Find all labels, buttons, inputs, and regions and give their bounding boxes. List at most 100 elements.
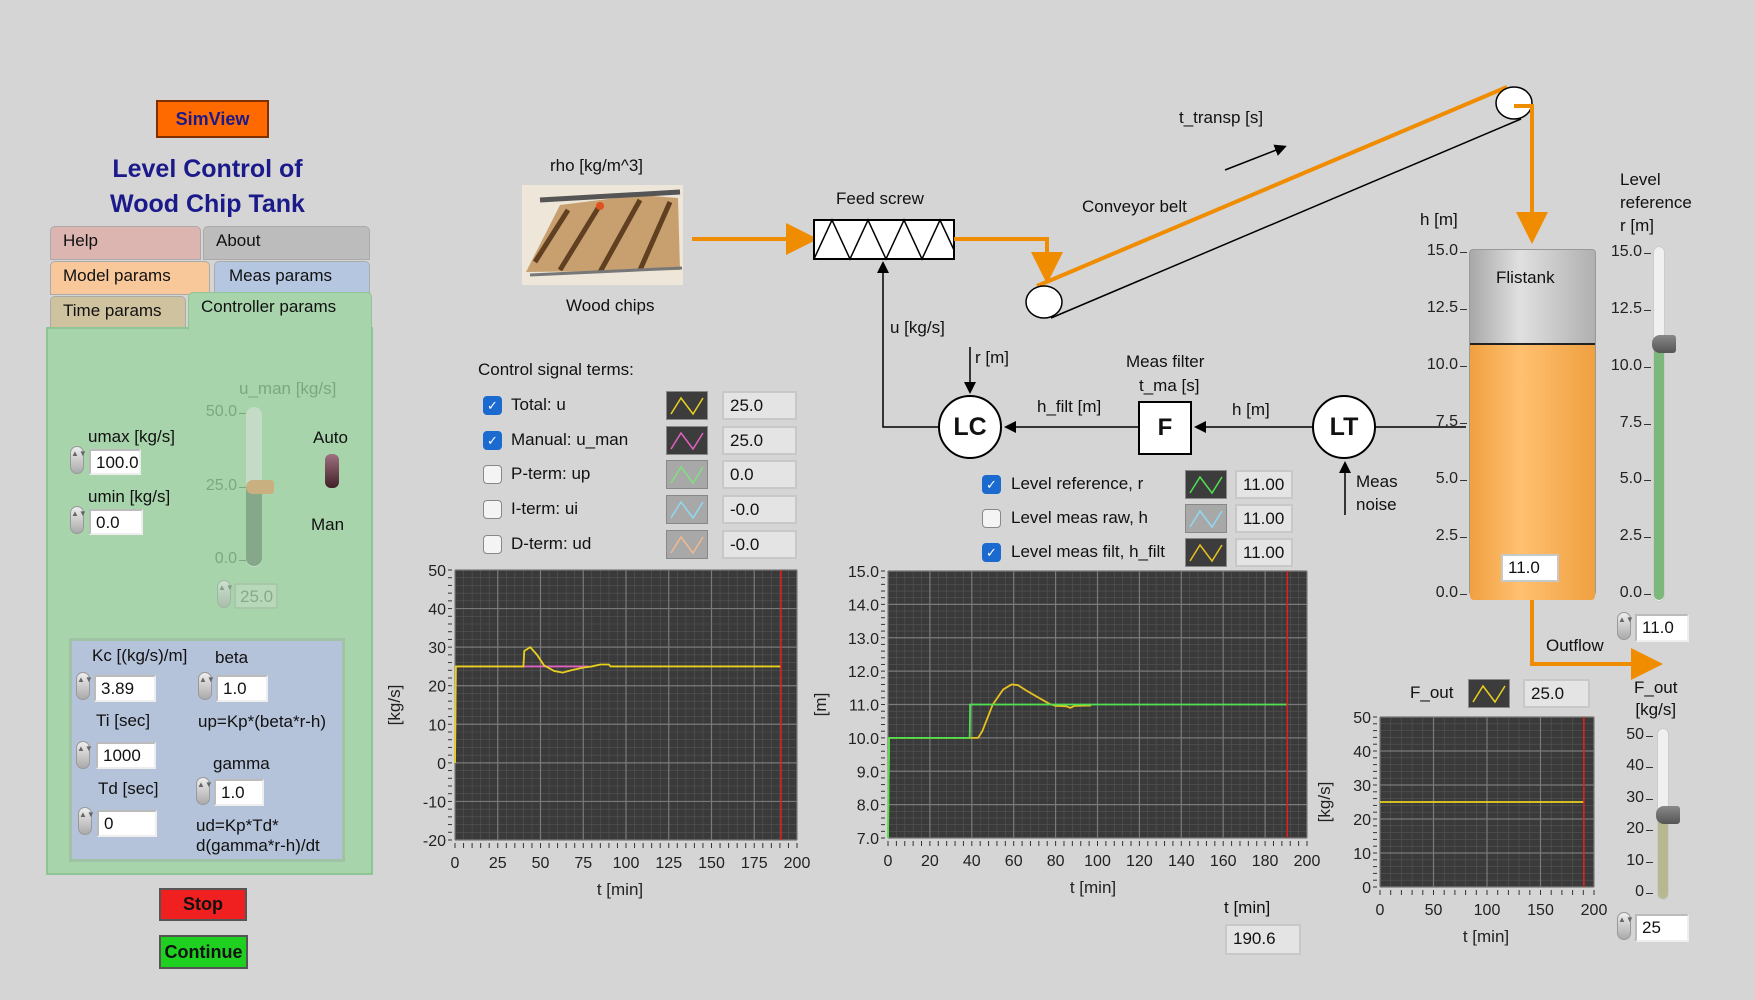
legend-value: -0.0 (722, 495, 797, 525)
plot-visibility-checkbox[interactable] (483, 500, 502, 520)
level-ref-spinner[interactable]: ▲▼ (1617, 612, 1634, 640)
title-line-2: Wood Chip Tank (110, 190, 305, 218)
legend-plot-icon[interactable] (666, 495, 708, 525)
scale-tick-mark (1646, 798, 1653, 800)
plot-visibility-checkbox[interactable] (483, 465, 502, 485)
level-ref-slider-fill (1654, 343, 1664, 600)
kc-spinner[interactable]: ▲▼ (76, 672, 93, 700)
scale-tick-mark (239, 560, 246, 561)
legend-label: Manual: u_man (511, 429, 629, 449)
ti-field[interactable]: 1000 (96, 742, 156, 769)
conveyor-belt (1025, 85, 1533, 319)
legend-plot-icon[interactable] (666, 460, 708, 490)
scale-tick-label: 0.0 (214, 550, 237, 567)
uman-spinner[interactable]: ▲▼ (217, 580, 234, 608)
uman-slider-thumb[interactable] (246, 479, 274, 494)
scale-tick-label: 40 (1626, 757, 1644, 775)
wood-chips-label: Wood chips (566, 296, 655, 315)
ud-formula-line2: d(gamma*r-h)/dt (196, 836, 320, 855)
belt-to-tank-flow (1514, 104, 1548, 244)
umin-label: umin [kg/s] (88, 487, 171, 506)
r-label: r [m] (975, 348, 1009, 367)
meas-filter-block: F (1138, 401, 1192, 455)
plot-line-icon (670, 466, 704, 485)
td-spinner[interactable]: ▲▼ (78, 807, 95, 835)
fout-slider-thumb[interactable] (1656, 805, 1680, 824)
kc-label: Kc [(kg/s)/m] (92, 646, 188, 665)
ti-spinner[interactable]: ▲▼ (76, 741, 93, 769)
t-ma-label: t_ma [s] (1139, 376, 1200, 395)
fout-field[interactable]: 25 (1635, 914, 1689, 942)
scale-tick-label: 0.0 (1435, 584, 1458, 601)
tab-help[interactable]: Help (50, 226, 201, 260)
scale-tick-label: 50.0 (205, 403, 237, 420)
scale-tick-label: 0 (1635, 883, 1644, 900)
scale-tick-mark (1646, 893, 1653, 894)
fout-slider-fill (1658, 814, 1668, 899)
legend-plot-icon[interactable] (1185, 470, 1227, 499)
tab-about[interactable]: About (203, 226, 370, 260)
level-ref-field[interactable]: 11.0 (1635, 614, 1689, 642)
ud-formula-line1: ud=Kp*Td* (196, 816, 279, 835)
plot-visibility-checkbox[interactable]: ✓ (982, 475, 1001, 494)
td-field[interactable]: 0 (97, 810, 157, 837)
legend-plot-icon[interactable] (1185, 538, 1227, 567)
plot-visibility-checkbox[interactable] (982, 509, 1001, 528)
fout-spinner[interactable]: ▲▼ (1617, 912, 1634, 940)
plot-line-icon (670, 500, 704, 520)
level-ref-slider-thumb[interactable] (1652, 334, 1676, 353)
legend-plot-icon[interactable] (1185, 504, 1227, 533)
tab-controller-params[interactable]: Controller params (188, 292, 372, 330)
legend-label: Total: u (511, 395, 566, 414)
legend-label: Level meas raw, h (1011, 508, 1149, 527)
uman-label: u_man [kg/s] (239, 379, 337, 398)
scale-tick-mark (1460, 594, 1467, 595)
scale-tick-label: 20 (1626, 820, 1644, 838)
umin-spinner[interactable]: ▲▼ (70, 506, 87, 534)
plot-line-icon (670, 535, 704, 555)
scale-tick-label: 12.5 (1610, 299, 1642, 317)
tab-model-params[interactable]: Model params (50, 261, 210, 295)
scale-tick-mark (1644, 253, 1651, 254)
tab-meas-params[interactable]: Meas params (214, 261, 370, 295)
umax-field[interactable]: 100.0 (89, 449, 141, 475)
umax-spinner[interactable]: ▲▼ (70, 446, 87, 474)
gamma-spinner[interactable]: ▲▼ (196, 777, 213, 805)
plot-visibility-checkbox[interactable]: ✓ (483, 396, 502, 415)
legend-plot-icon[interactable] (666, 391, 708, 420)
stop-button[interactable]: Stop (159, 888, 247, 921)
simview-button[interactable]: SimView (156, 100, 269, 138)
up-formula: up=Kp*(beta*r-h) (198, 712, 327, 731)
scale-tick-label: 10 (1626, 851, 1644, 869)
scale-tick-mark (1646, 736, 1653, 737)
gamma-label: gamma (213, 754, 270, 773)
continue-button[interactable]: Continue (159, 935, 248, 969)
legend-plot-icon[interactable] (666, 425, 708, 455)
fout-indicator-label: F_out (1410, 683, 1454, 702)
legend-value: 11.00 (1235, 538, 1293, 567)
tab-time-params[interactable]: Time params (50, 296, 186, 330)
scale-tick-mark (1644, 366, 1651, 368)
tank-level-value: 11.0 (1501, 554, 1559, 582)
scale-tick-label: 30 (1626, 788, 1644, 806)
kc-field[interactable]: 3.89 (94, 675, 156, 702)
meas-noise-line1: Meas (1356, 472, 1398, 491)
plot-visibility-checkbox[interactable]: ✓ (982, 543, 1001, 562)
auto-label: Auto (313, 428, 348, 447)
scale-tick-label: 50 (1626, 726, 1644, 743)
beta-spinner[interactable]: ▲▼ (198, 672, 215, 700)
fout-legend-icon (1468, 679, 1510, 708)
beta-field[interactable]: 1.0 (216, 675, 268, 702)
umin-field[interactable]: 0.0 (89, 509, 143, 535)
auto-man-toggle[interactable] (325, 454, 339, 488)
scale-tick-label: 2.5 (1619, 527, 1642, 545)
scale-tick-label: 5.0 (1435, 470, 1458, 487)
tank-axis-label: h [m] (1420, 210, 1458, 229)
gamma-field[interactable]: 1.0 (214, 779, 264, 806)
scale-tick-mark (1460, 366, 1467, 367)
legend-plot-icon[interactable] (666, 529, 708, 559)
plot-visibility-checkbox[interactable] (483, 534, 502, 554)
plot-visibility-checkbox[interactable]: ✓ (483, 430, 502, 450)
